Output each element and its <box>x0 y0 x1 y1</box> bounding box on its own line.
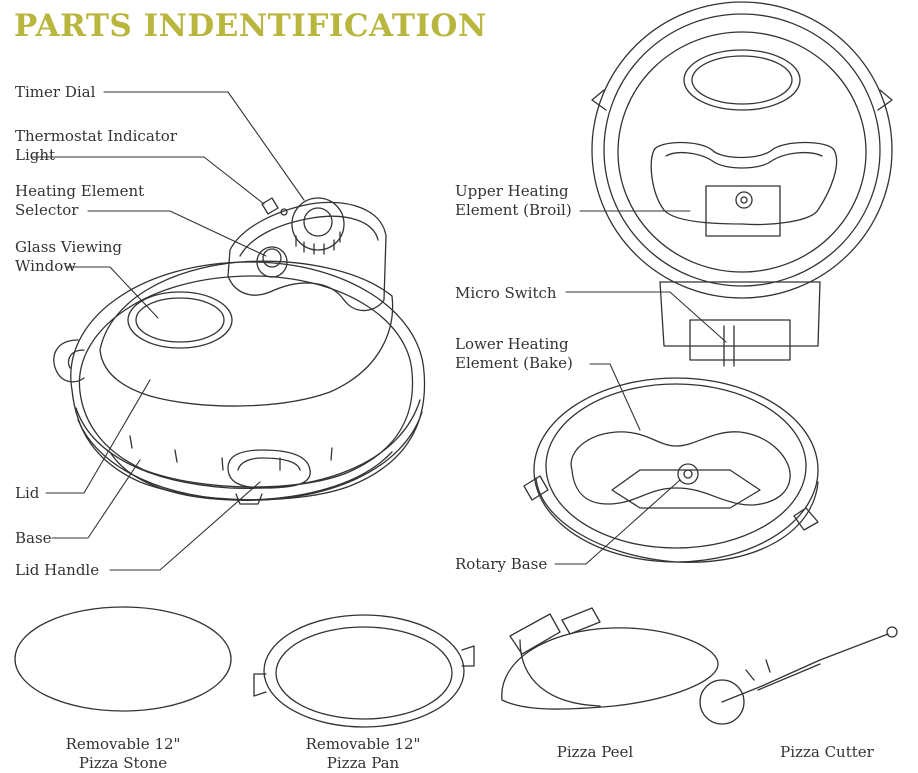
label-window-line2: Window <box>15 257 77 275</box>
caption-stone-line2: Pizza Stone <box>78 754 168 772</box>
label-lower-line1: Lower Heating <box>455 335 569 353</box>
label-upper-element: Upper Heating Element (Broil) <box>455 182 572 220</box>
pizza-peel-drawing <box>501 607 719 710</box>
label-rotary-base-text: Rotary Base <box>455 555 548 573</box>
caption-pan-line2: Pizza Pan <box>326 754 400 772</box>
label-lid: Lid <box>15 484 39 503</box>
label-timer-dial: Timer Dial <box>15 83 95 102</box>
label-base: Base <box>15 529 52 548</box>
label-selector-line1: Heating Element <box>15 182 145 200</box>
caption-peel-text: Pizza Peel <box>556 743 634 761</box>
caption-pan-line1: Removable 12" <box>305 735 421 753</box>
page-title: PARTS INDENTIFICATION <box>14 8 487 44</box>
label-thermostat-light: Thermostat Indicator Light <box>15 127 177 165</box>
label-window-line1: Glass Viewing <box>15 238 123 256</box>
open-oven-drawing <box>523 1 893 563</box>
caption-cutter-text: Pizza Cutter <box>780 743 874 761</box>
leader-lines <box>31 91 727 571</box>
label-upper-line2: Element (Broil) <box>455 201 572 219</box>
caption-pizza-pan: Removable 12" Pizza Pan <box>278 735 448 773</box>
label-lower-element: Lower Heating Element (Bake) <box>455 335 573 373</box>
label-glass-window: Glass Viewing Window <box>15 238 122 276</box>
caption-pizza-stone: Removable 12" Pizza Stone <box>38 735 208 773</box>
label-lower-line2: Element (Bake) <box>455 354 573 372</box>
label-rotary-base: Rotary Base <box>455 555 547 574</box>
label-upper-line1: Upper Heating <box>455 182 569 200</box>
label-selector-line2: Selector <box>15 201 79 219</box>
label-thermostat-line2: Light <box>15 146 56 164</box>
caption-stone-line1: Removable 12" <box>65 735 181 753</box>
caption-pizza-cutter: Pizza Cutter <box>752 743 902 762</box>
caption-pizza-peel: Pizza Peel <box>525 743 665 762</box>
label-micro-switch: Micro Switch <box>455 284 557 303</box>
label-base-text: Base <box>15 529 52 547</box>
pizza-stone-drawing <box>14 606 232 712</box>
label-micro-switch-text: Micro Switch <box>455 284 557 302</box>
label-timer-dial-text: Timer Dial <box>15 83 96 101</box>
label-lid-handle: Lid Handle <box>15 561 99 580</box>
label-thermostat-line1: Thermostat Indicator <box>15 127 177 145</box>
label-lid-text: Lid <box>15 484 40 502</box>
pizza-cutter-drawing <box>699 626 898 725</box>
pizza-pan-drawing <box>253 614 475 728</box>
closed-oven-drawing <box>53 197 426 505</box>
label-heating-selector: Heating Element Selector <box>15 182 144 220</box>
label-lid-handle-text: Lid Handle <box>15 561 100 579</box>
